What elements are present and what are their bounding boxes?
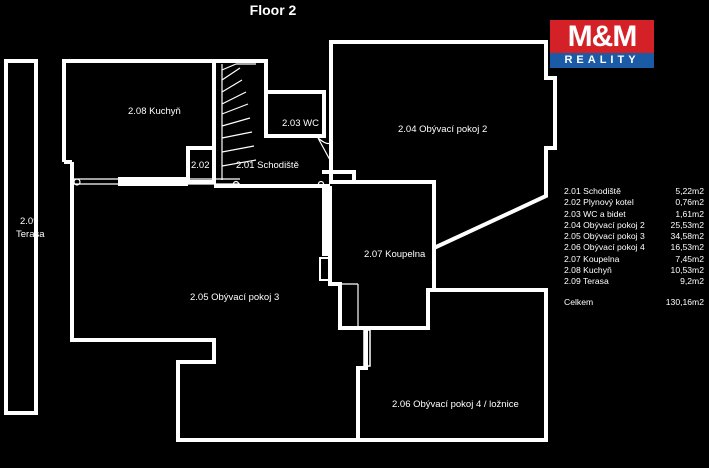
legend-row: 2.02 Plynový kotel 0,76m2: [564, 197, 704, 208]
legend-room: 2.09 Terasa: [564, 276, 609, 287]
column-marker: [317, 180, 325, 188]
room-label-209-name: Terasa: [16, 229, 45, 240]
company-logo: M&M REALITY: [550, 20, 654, 68]
room-206-door: [363, 329, 371, 367]
bath-door-frame: [319, 257, 331, 281]
legend-area: 34,58m2: [670, 231, 704, 242]
legend-room: 2.06 Obývací pokoj 4: [564, 242, 645, 253]
room-label-207: 2.07 Koupelna: [364, 249, 426, 260]
wc-outline: [264, 90, 326, 138]
room-label-206: 2.06 Obývací pokoj 4 / ložnice: [392, 399, 519, 410]
legend-room: 2.04 Obývací pokoj 2: [564, 219, 645, 230]
legend-room: 2.05 Obývací pokoj 3: [564, 231, 645, 242]
room-label-203: 2.03 WC: [282, 118, 319, 129]
legend-room: 2.03 WC a bidet: [564, 208, 626, 219]
column-marker: [73, 178, 81, 186]
room-label-209-number: 2.09: [20, 216, 39, 227]
legend-row: 2.08 Kuchyň 10,53m2: [564, 265, 704, 276]
stair-walls: [214, 59, 268, 92]
room-label-202: 2.02: [191, 160, 210, 171]
legend-area: 7,45m2: [675, 253, 704, 264]
room-label-208: 2.08 Kuchyň: [128, 106, 181, 117]
legend-room: 2.08 Kuchyň: [564, 265, 612, 276]
legend-area: 5,22m2: [675, 186, 704, 196]
legend-room: 2.07 Koupelna: [564, 253, 620, 264]
logo-wordmark: REALITY: [550, 53, 654, 68]
room-label-201: 2.01 Schodiště: [236, 160, 299, 171]
room-label-204: 2.04 Obývací pokoj 2: [398, 124, 487, 135]
boiler-room-outline: [186, 146, 216, 184]
floor-title: Floor 2: [249, 2, 297, 18]
legend-area: 10,53m2: [670, 265, 704, 276]
legend-row: 2.03 WC a bidet 1,61m2: [564, 209, 704, 220]
legend-row: 2.07 Koupelna 7,45m2: [564, 254, 704, 265]
room-204-walls: [329, 40, 557, 252]
column-marker: [232, 180, 240, 188]
legend-row: 2.09 Terasa 9,2m2: [564, 276, 704, 287]
legend-total: Celkem 130,16m2: [564, 297, 704, 308]
legend-room: 2.01 Schodiště: [564, 186, 621, 196]
terrace-outline: [4, 59, 38, 415]
legend-total-label: Celkem: [564, 296, 594, 307]
logo-mark: M&M: [550, 20, 654, 53]
legend-area: 1,61m2: [675, 208, 704, 219]
bath-sliding-door: [322, 186, 330, 256]
area-legend: 2.01 Schodiště 5,22m2 2.02 Plynový kotel 0…: [564, 186, 704, 308]
room-205-walls: [70, 186, 368, 442]
legend-area: 0,76m2: [675, 197, 704, 208]
legend-area: 25,53m2: [670, 219, 704, 230]
legend-room: 2.02 Plynový kotel: [564, 197, 634, 208]
staircase: [221, 63, 257, 180]
legend-row: 2.05 Obývací pokoj 3 34,58m2: [564, 231, 704, 242]
sliding-door: [118, 177, 188, 186]
legend-row: 2.01 Schodiště 5,22m2: [564, 186, 704, 197]
legend-area: 16,53m2: [670, 242, 704, 253]
legend-area: 9,2m2: [680, 276, 704, 287]
legend-total-area: 130,16m2: [665, 296, 704, 307]
room-label-205: 2.05 Obývací pokoj 3: [190, 292, 279, 303]
kitchen-walls: [62, 59, 216, 182]
bath-top-wall: [322, 170, 356, 182]
room-206-walls: [358, 288, 548, 442]
legend-row: 2.06 Obývací pokoj 4 16,53m2: [564, 242, 704, 253]
legend-row: 2.04 Obývací pokoj 2 25,53m2: [564, 220, 704, 231]
